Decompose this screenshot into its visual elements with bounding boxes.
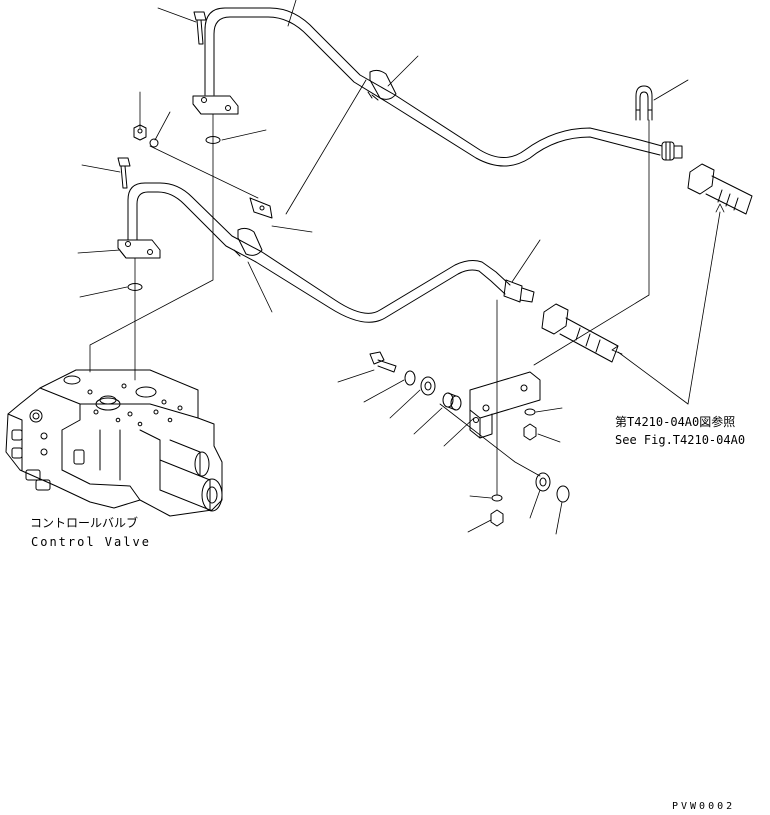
washer-bracket-2 [420, 376, 436, 396]
control-valve-label-ja: コントロールバルブ [30, 516, 139, 530]
washer-right-3 [556, 485, 570, 503]
upper-tube [204, 7, 683, 167]
drawing-code: PVW0002 [672, 801, 736, 812]
hose-end-lower [541, 303, 619, 363]
clamp-upper [367, 69, 397, 101]
washer-upper-left [149, 138, 159, 148]
washer-bottom [491, 494, 503, 502]
bolt-upper [193, 11, 207, 45]
leader-lines [77, 0, 689, 535]
assembly-lines [89, 113, 650, 496]
clamp-lower [233, 197, 273, 257]
hose-end-upper [687, 163, 753, 215]
see-figure-label-en: See Fig.T4210-04A0 [615, 433, 746, 447]
lower-flange [117, 239, 161, 259]
reference-arrows [611, 203, 725, 405]
u-bolt [635, 85, 653, 121]
upper-flange [192, 95, 239, 115]
nut-right [523, 423, 537, 441]
washer-bracket-2-inner [424, 381, 432, 391]
control-valve-label-en: Control Valve [31, 535, 151, 549]
washer-right-2 [535, 472, 551, 492]
lower-tube [127, 182, 535, 323]
bracket [469, 371, 541, 439]
bolt-bracket [369, 351, 397, 373]
collar [442, 392, 462, 411]
see-figure-label-ja: 第T4210-04A0図参照 [615, 415, 736, 429]
control-valve [5, 369, 223, 517]
bolt-lower [117, 157, 131, 189]
nut-bottom [490, 509, 504, 527]
washer-right-2-inner [539, 477, 547, 487]
washer-right-1 [524, 408, 536, 416]
washer-bracket-1 [404, 370, 416, 386]
